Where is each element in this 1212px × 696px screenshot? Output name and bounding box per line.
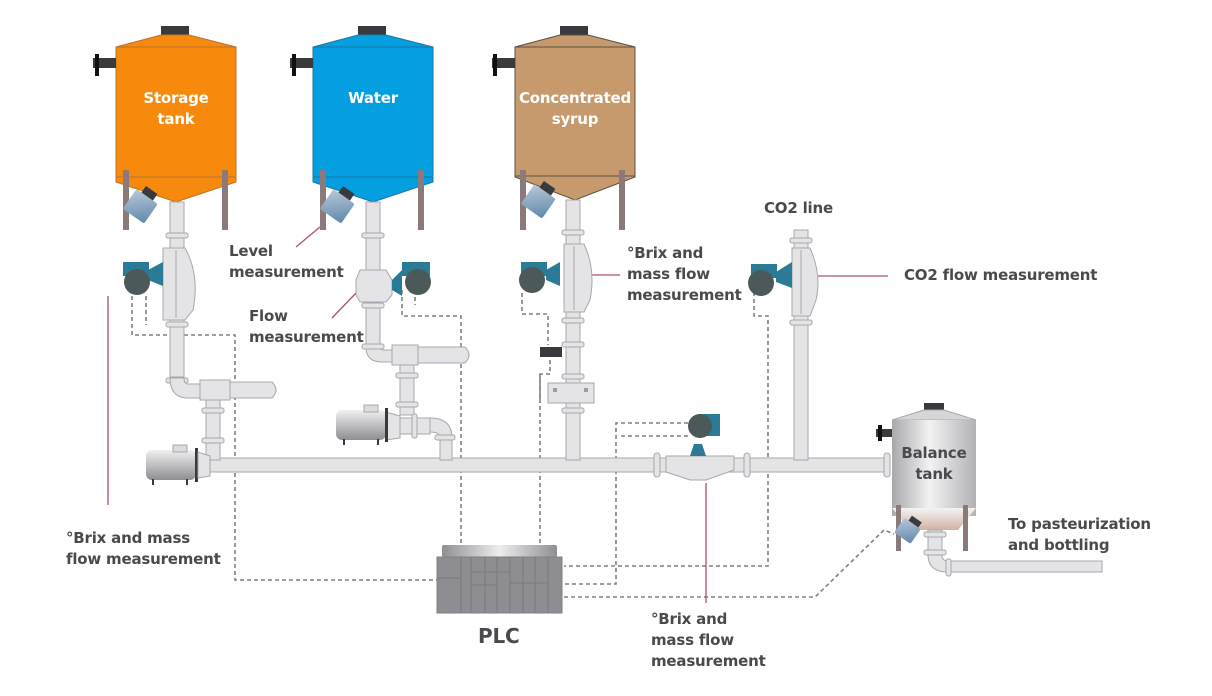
level-measurement-label: Level measurement	[229, 242, 344, 281]
water-branch-pipe	[355, 201, 470, 461]
signal-line-densimeter	[564, 422, 688, 585]
main-pipe	[199, 452, 891, 478]
valve-icon	[290, 54, 313, 76]
syrup-mass-flow-sensor	[519, 262, 560, 293]
valve-icon	[93, 54, 116, 76]
pump-motor-icon	[336, 404, 388, 445]
plc-label: PLC	[478, 624, 520, 648]
balance-tank-label: Balance tank	[901, 444, 967, 483]
balance-tank	[876, 403, 977, 551]
leader-lines	[107, 226, 888, 603]
plc-unit	[436, 545, 563, 614]
water-tank-label: Water	[348, 89, 398, 107]
left-brix-label: °Brix and mass flow measurement	[66, 529, 221, 568]
outlet-label: To pasteurization and bottling	[1008, 515, 1151, 554]
syrup-tank-label: Concentrated syrup	[518, 89, 632, 128]
bottom-brix-label: °Brix and mass flow measurement	[651, 610, 766, 670]
signal-line-water	[401, 290, 462, 545]
flow-measurement-label: Flow measurement	[249, 307, 364, 346]
storage-tank	[93, 26, 237, 230]
outlet-pipe	[923, 529, 1103, 577]
syrup-brix-label: °Brix and mass flow measurement	[627, 244, 742, 304]
syrup-tank	[492, 26, 636, 230]
level-sensor-icon	[123, 185, 158, 223]
water-flow-sensor	[392, 262, 431, 296]
co2-flow-label: CO2 flow measurement	[904, 266, 1098, 284]
valve-icon	[876, 425, 892, 441]
signal-line-co2	[564, 292, 769, 567]
signal-line-balance	[564, 529, 895, 598]
level-sensor-icon	[320, 185, 355, 223]
co2-line-label: CO2 line	[764, 199, 833, 217]
signal-line-storage	[131, 296, 440, 581]
water-tank	[290, 26, 434, 230]
signal-line-syrup	[521, 293, 549, 345]
syrup-lv-box	[553, 388, 557, 392]
level-sensor-icon	[894, 515, 922, 544]
storage-mass-flow-sensor	[123, 262, 163, 295]
co2-line-pipe	[789, 229, 819, 461]
pump-motor-icon	[146, 444, 211, 485]
valve-icon	[492, 54, 515, 76]
co2-flow-sensor	[748, 262, 792, 296]
storage-branch-pipe	[162, 201, 277, 461]
level-sensor-icon	[521, 180, 556, 218]
inline-brix-sensor	[665, 414, 735, 481]
syrup-valve-actuator-icon	[540, 347, 562, 357]
syrup-branch-pipe	[547, 199, 595, 461]
storage-tank-label: Storage tank	[143, 89, 209, 128]
syrup-lv-box-b	[584, 388, 588, 392]
